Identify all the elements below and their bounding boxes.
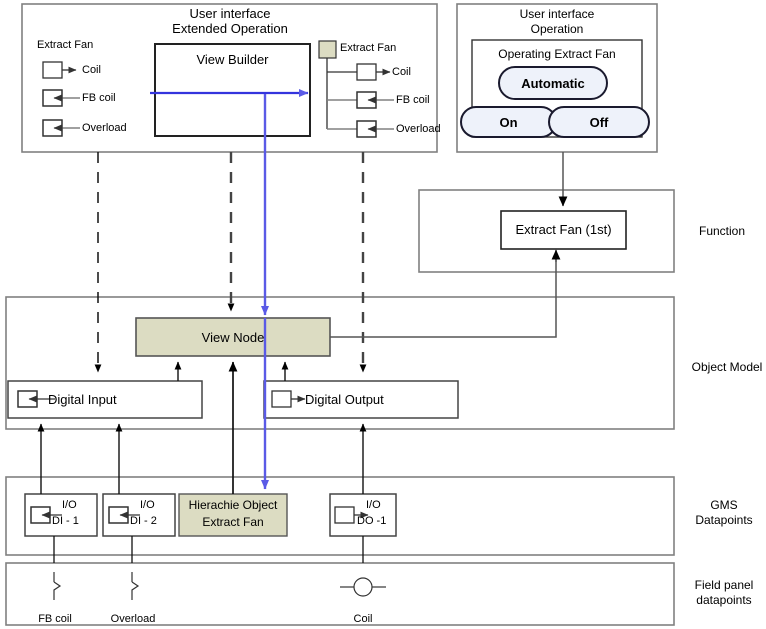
field-label-coil: Coil bbox=[353, 613, 373, 625]
extended-operation-title-line2: Extended Operation bbox=[172, 21, 288, 36]
tree-item-label-fb-coil: FB coil bbox=[396, 94, 430, 106]
view-node-block bbox=[135, 317, 331, 357]
left-item-label-fb-coil: FB coil bbox=[82, 92, 116, 104]
function-block-label: Extract Fan (1st) bbox=[515, 222, 612, 237]
operation-title-line1: User interface bbox=[519, 7, 595, 21]
digital-input-label: Digital Input bbox=[48, 392, 117, 407]
band-label-function: Function bbox=[698, 224, 746, 238]
view-node-label: View Node bbox=[201, 330, 265, 345]
gms-di1-line1: I/O bbox=[62, 499, 77, 511]
operating-extract-fan-label: Operating Extract Fan bbox=[498, 47, 616, 61]
gms-hierarchy-line2: Extract Fan bbox=[202, 515, 264, 529]
field-symbol-overload bbox=[131, 572, 140, 600]
solid-connectors bbox=[37, 152, 568, 563]
gms-block-di2 bbox=[102, 493, 176, 537]
gms-di2-line2: DI - 2 bbox=[130, 515, 157, 527]
gms-block-hierarchy-object bbox=[178, 493, 288, 537]
extended-operation-title-line1: User interface bbox=[189, 6, 271, 21]
view-builder-box bbox=[154, 43, 311, 137]
band-field-frame bbox=[5, 562, 675, 626]
field-symbol-coil bbox=[340, 577, 386, 597]
field-label-overload: Overload bbox=[110, 613, 156, 625]
left-item-label-coil: Coil bbox=[82, 64, 101, 76]
tree-item-label-overload: Overload bbox=[396, 123, 441, 135]
field-symbol-fb-coil bbox=[53, 572, 62, 600]
digital-input-block bbox=[7, 380, 203, 419]
gms-di1-line2: DI - 1 bbox=[52, 515, 79, 527]
gms-do1-line2: DO -1 bbox=[357, 515, 387, 527]
band-label-gms-line1: GMS bbox=[710, 498, 738, 512]
gms-di2-line1: I/O bbox=[140, 499, 155, 511]
left-group-label-extract-fan: Extract Fan bbox=[37, 39, 94, 51]
dashed-trace-lines bbox=[94, 152, 367, 373]
extract-fan-tree bbox=[318, 40, 394, 138]
gms-block-do1 bbox=[329, 493, 397, 537]
tree-item-label-coil: Coil bbox=[392, 66, 411, 78]
tree-root-label-extract-fan: Extract Fan bbox=[340, 42, 397, 54]
band-label-field-line1: Field panel bbox=[694, 578, 754, 592]
gms-block-di1 bbox=[24, 493, 98, 537]
digital-output-label: Digital Output bbox=[305, 392, 384, 407]
automatic-button[interactable]: Automatic bbox=[498, 66, 608, 100]
field-label-fb-coil: FB coil bbox=[38, 613, 72, 625]
off-button[interactable]: Off bbox=[548, 106, 650, 138]
band-label-gms-line2: Datapoints bbox=[695, 513, 753, 527]
operation-title-line2: Operation bbox=[530, 22, 584, 36]
view-builder-label: View Builder bbox=[196, 52, 269, 67]
gms-do1-line1: I/O bbox=[366, 499, 381, 511]
gms-hierarchy-line1: Hierachie Object bbox=[188, 498, 278, 512]
left-io-icons bbox=[42, 61, 80, 137]
band-label-object-model: Object Model bbox=[691, 360, 763, 374]
band-label-field-line2: datapoints bbox=[696, 593, 752, 607]
function-block-extract-fan bbox=[500, 210, 627, 250]
digital-output-block bbox=[263, 380, 459, 419]
on-button[interactable]: On bbox=[460, 106, 557, 138]
left-item-label-overload: Overload bbox=[82, 122, 127, 134]
